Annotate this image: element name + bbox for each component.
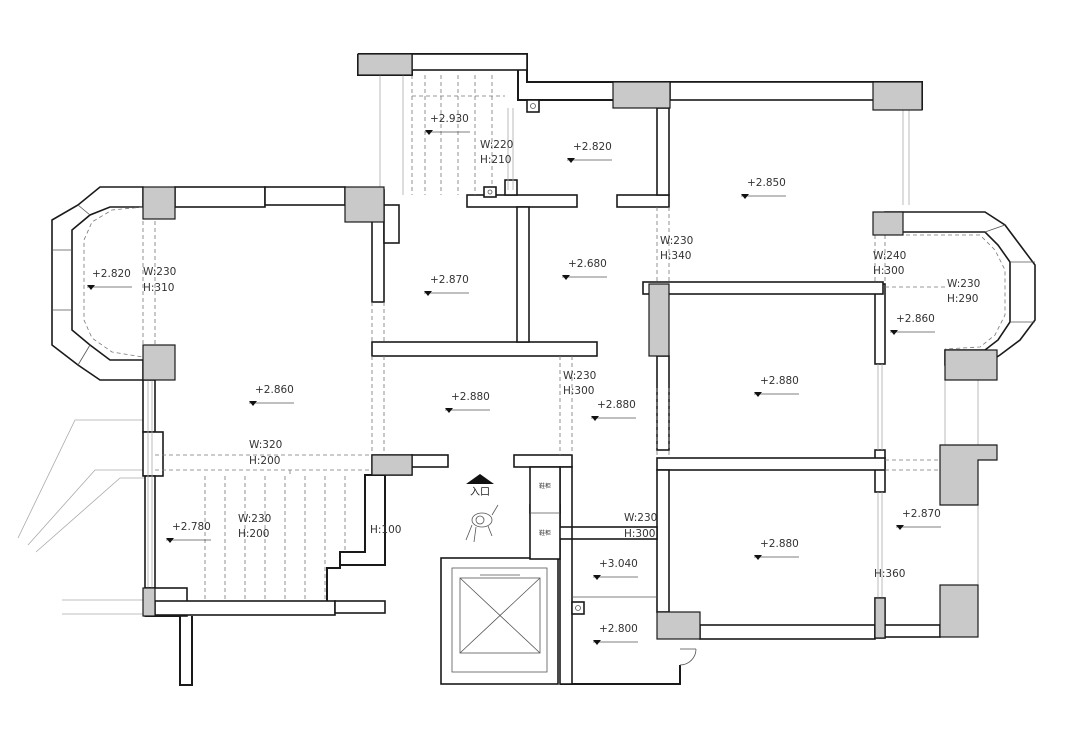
level-marker: +2.860 xyxy=(249,384,294,406)
svg-text:+2.870: +2.870 xyxy=(902,508,941,520)
level-marker: +2.870 xyxy=(896,508,941,530)
fixtures xyxy=(483,99,697,666)
entrance-marker: 入口 鞋柜 鞋柜 xyxy=(465,474,551,543)
stair-top xyxy=(379,75,514,195)
svg-text:+2.930: +2.930 xyxy=(430,113,469,125)
level-marker: +2.880 xyxy=(754,538,799,560)
svg-text:W:230: W:230 xyxy=(947,278,980,290)
level-marker: +2.850 xyxy=(741,177,786,199)
svg-text:W:230: W:230 xyxy=(624,512,657,524)
svg-text:H:200: H:200 xyxy=(249,455,280,467)
level-marker: +2.860 xyxy=(890,313,935,335)
svg-text:H:340: H:340 xyxy=(660,250,691,262)
column xyxy=(874,597,886,639)
svg-text:+2.860: +2.860 xyxy=(896,313,935,325)
column xyxy=(344,186,385,223)
level-marker: +2.930 xyxy=(425,113,470,135)
column xyxy=(656,611,701,640)
structural-columns xyxy=(142,53,998,640)
level-marker: +2.880 xyxy=(445,391,490,413)
svg-text:+2.880: +2.880 xyxy=(760,538,799,550)
level-marker: +2.880 xyxy=(591,399,636,421)
column xyxy=(142,344,176,381)
svg-text:+2.780: +2.780 xyxy=(172,521,211,533)
svg-text:+2.820: +2.820 xyxy=(92,268,131,280)
svg-text:+2.870: +2.870 xyxy=(430,274,469,286)
stair-bottom xyxy=(155,454,372,601)
svg-text:+2.820: +2.820 xyxy=(573,141,612,153)
west-bay-window xyxy=(51,186,144,381)
svg-text:+2.680: +2.680 xyxy=(568,258,607,270)
level-marker: +3.040 xyxy=(593,558,638,580)
cabinet-label-bottom: 鞋柜 xyxy=(539,529,551,537)
level-marker: +2.800 xyxy=(593,623,638,645)
column xyxy=(872,81,923,111)
svg-text:+2.880: +2.880 xyxy=(451,391,490,403)
svg-text:H:210: H:210 xyxy=(480,154,511,166)
opening-height: H:100 xyxy=(370,524,401,536)
column xyxy=(872,211,904,236)
level-marker: +2.870 xyxy=(424,274,469,296)
svg-text:+2.880: +2.880 xyxy=(597,399,636,411)
column xyxy=(939,584,979,638)
outer-walls xyxy=(142,53,941,686)
column xyxy=(142,587,156,617)
opening-height: H:360 xyxy=(874,568,905,580)
column xyxy=(357,53,413,76)
level-marker: +2.820 xyxy=(567,141,612,163)
column xyxy=(142,186,176,220)
column xyxy=(944,349,998,381)
svg-text:H:290: H:290 xyxy=(947,293,978,305)
svg-text:H:200: H:200 xyxy=(238,528,269,540)
level-marker: +2.820 xyxy=(87,268,132,290)
column xyxy=(648,283,670,357)
svg-text:W:230: W:230 xyxy=(563,370,596,382)
entrance-label: 入口 xyxy=(470,487,490,498)
svg-text:W:230: W:230 xyxy=(238,513,271,525)
level-marker: +2.880 xyxy=(754,375,799,397)
svg-text:+2.850: +2.850 xyxy=(747,177,786,189)
svg-text:+2.860: +2.860 xyxy=(255,384,294,396)
entrance-arrow-icon xyxy=(466,474,494,484)
person-icon xyxy=(465,504,499,543)
column xyxy=(371,454,413,476)
svg-text:W:320: W:320 xyxy=(249,439,282,451)
svg-text:+2.800: +2.800 xyxy=(599,623,638,635)
svg-text:H:310: H:310 xyxy=(143,282,174,294)
svg-text:W:230: W:230 xyxy=(660,235,693,247)
svg-text:W:220: W:220 xyxy=(480,139,513,151)
cabinet-label-top: 鞋柜 xyxy=(539,482,551,490)
svg-text:H:300: H:300 xyxy=(563,385,594,397)
svg-text:H:300: H:300 xyxy=(624,528,655,540)
svg-text:W:240: W:240 xyxy=(873,250,906,262)
svg-text:H:300: H:300 xyxy=(873,265,904,277)
column xyxy=(612,81,671,109)
level-marker: +2.780 xyxy=(166,521,211,543)
column xyxy=(939,444,998,506)
site-context-lines xyxy=(17,419,145,615)
opening-lines xyxy=(142,110,979,598)
interior-walls xyxy=(371,107,886,685)
svg-text:+3.040: +3.040 xyxy=(599,558,638,570)
level-marker: +2.680 xyxy=(562,258,607,280)
level-labels: +2.930 +2.820 +2.850 +2.820 +2.870 +2.68… xyxy=(87,113,941,645)
svg-text:W:230: W:230 xyxy=(143,266,176,278)
svg-text:+2.880: +2.880 xyxy=(760,375,799,387)
